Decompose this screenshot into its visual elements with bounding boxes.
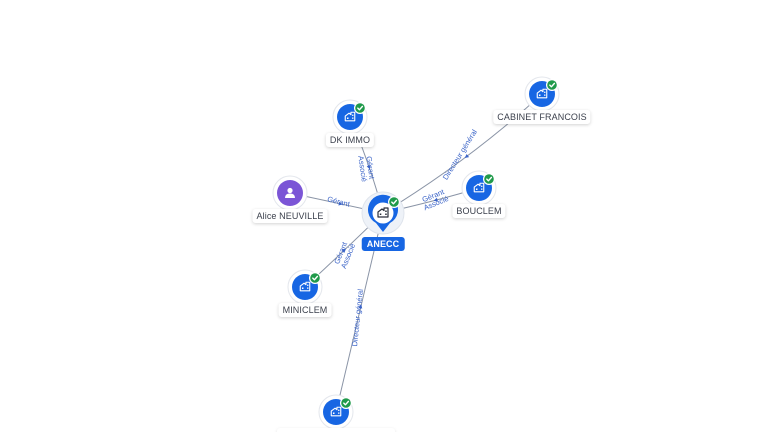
building-window [338, 409, 340, 411]
verified-check-icon [355, 103, 365, 113]
verified-check-icon [310, 273, 320, 283]
check-mark [486, 176, 493, 182]
check-mark [312, 275, 319, 281]
node-alice-neuville[interactable] [272, 175, 308, 211]
person-body [285, 193, 295, 198]
edge-label: Gérant [364, 156, 376, 181]
node-label[interactable]: Alice NEUVILLE [252, 209, 328, 223]
person-head [287, 187, 293, 194]
building-window [475, 188, 478, 190]
building-window [352, 117, 354, 119]
building-shape [344, 111, 356, 122]
edge-arrow-icon [338, 201, 343, 206]
edge-label: Directeur général [350, 288, 365, 346]
building-window [481, 188, 483, 190]
node-label[interactable]: MINICLEM [278, 303, 332, 317]
building-window [379, 213, 382, 215]
edge-label: Gérant [326, 194, 351, 209]
node-bouclem[interactable] [461, 170, 497, 206]
verified-check-icon [484, 174, 494, 184]
nodes-layer [272, 76, 560, 430]
node-miniclem[interactable] [287, 269, 323, 305]
node-bottom-company[interactable] [318, 394, 354, 430]
building-shape [330, 406, 342, 417]
edge-arrow-icon [366, 164, 371, 170]
node-dk-immo[interactable] [332, 99, 368, 135]
building-icon [377, 207, 389, 218]
verified-check-icon [389, 197, 399, 207]
edge-arrow-icon [358, 304, 363, 309]
verified-check-icon [547, 80, 557, 90]
node-cabinet-francois[interactable] [524, 76, 560, 112]
building-shape [536, 88, 548, 99]
building-window [481, 185, 483, 187]
check-mark [549, 82, 556, 88]
verified-check-icon [341, 398, 351, 408]
edge-label: Associé [356, 155, 369, 182]
check-mark [391, 199, 398, 205]
center-node[interactable] [361, 191, 405, 235]
building-window [338, 412, 340, 414]
building-window [307, 287, 309, 289]
building-shape [473, 182, 485, 193]
building-window [385, 210, 387, 212]
building-window [544, 91, 546, 93]
check-mark [343, 400, 350, 406]
building-shape [299, 281, 311, 292]
edge-arrow-icon [341, 248, 346, 253]
building-window [332, 412, 335, 414]
check-mark [357, 105, 364, 111]
node-label[interactable]: BOUCLEM [452, 204, 506, 218]
building-window [538, 94, 541, 96]
node-label[interactable]: CABINET FRANCOIS [493, 110, 591, 124]
edge-arrow-icon [433, 197, 438, 202]
edge-arrow-icon [464, 153, 470, 158]
building-window [352, 114, 354, 116]
building-window [544, 94, 546, 96]
building-window [301, 287, 304, 289]
building-window [385, 213, 387, 215]
node-label[interactable]: DK IMMO [325, 133, 375, 147]
center-label[interactable]: ANECC [361, 237, 405, 251]
building-window [307, 284, 309, 286]
node-label[interactable] [277, 428, 395, 432]
building-window [346, 117, 349, 119]
